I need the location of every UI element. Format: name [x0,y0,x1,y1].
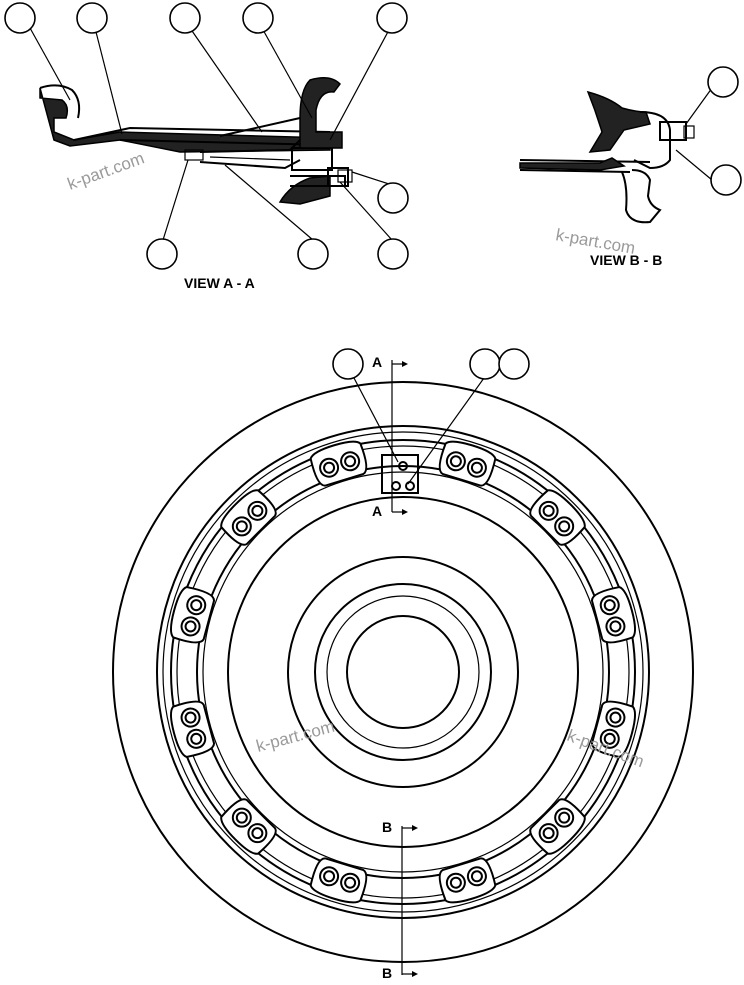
section-mark-b-top: B [382,819,392,835]
lug-clamps [170,440,636,904]
lug-nut-bore [344,876,357,889]
lug-nut-bore [542,827,555,840]
lug-clamp [529,489,586,546]
lug-clamp [438,440,497,487]
watermark: k-part.com [254,717,336,756]
lug-nut-bore [323,870,336,883]
lug-nut-bore [251,827,264,840]
lug-clamp [309,440,368,487]
lug-nut-bore [603,599,616,612]
callout-balloon [4,2,36,34]
callout-balloon [707,66,739,98]
view-b-section: VIEW B - B k-part.com [519,66,742,268]
lug-nut-bore [449,876,462,889]
lug-clamp [220,489,277,546]
view-a-label: VIEW A - A [184,275,255,291]
lug-nut-bore [190,732,203,745]
view-a-section: VIEW A - A k-part.com [4,2,409,291]
callout-balloon [377,182,409,214]
section-mark-b-bottom: B [382,965,392,981]
section-mark-a-bottom: A [372,503,382,519]
lug-nut-bore [609,620,622,633]
callout-balloon [377,238,409,270]
lug-nut-bore [344,455,357,468]
lug-clamp [170,586,216,644]
callout-balloon [498,348,530,380]
lug-clamp [170,700,216,758]
lug-nut-bore [558,811,571,824]
lug-nut-bore [235,520,248,533]
lug-nut-bore [235,811,248,824]
callout-balloon [146,238,178,270]
lug-nut-bore [251,504,264,517]
lug-clamp [590,700,636,758]
lug-nut-bore [323,461,336,474]
lug-nut-bore [184,620,197,633]
view-b-label: VIEW B - B [590,252,662,268]
callout-balloon [710,164,742,196]
watermark: k-part.com [65,148,147,193]
lug-nut-bore [470,870,483,883]
lug-nut-bore [603,732,616,745]
section-mark-a-top: A [372,354,382,370]
callout-balloon [169,2,201,34]
callout-balloon [242,2,274,34]
lug-clamp [438,857,497,904]
lug-clamp [309,857,368,904]
lug-nut-bore [558,520,571,533]
callout-balloon [376,2,408,34]
lug-clamp [529,798,586,855]
lug-clamp [220,798,277,855]
callout-balloon [297,238,329,270]
lug-nut-bore [449,455,462,468]
lug-nut-bore [190,599,203,612]
callout-balloon [332,348,364,380]
wheel-front-view: A A B B k-part.com k-part.com [112,348,694,981]
lug-nut-bore [542,504,555,517]
lug-nut-bore [470,461,483,474]
lug-nut-bore [609,711,622,724]
lug-nut-bore [184,711,197,724]
lug-clamp [590,586,636,644]
callout-balloon [469,348,501,380]
callout-balloon [76,2,108,34]
